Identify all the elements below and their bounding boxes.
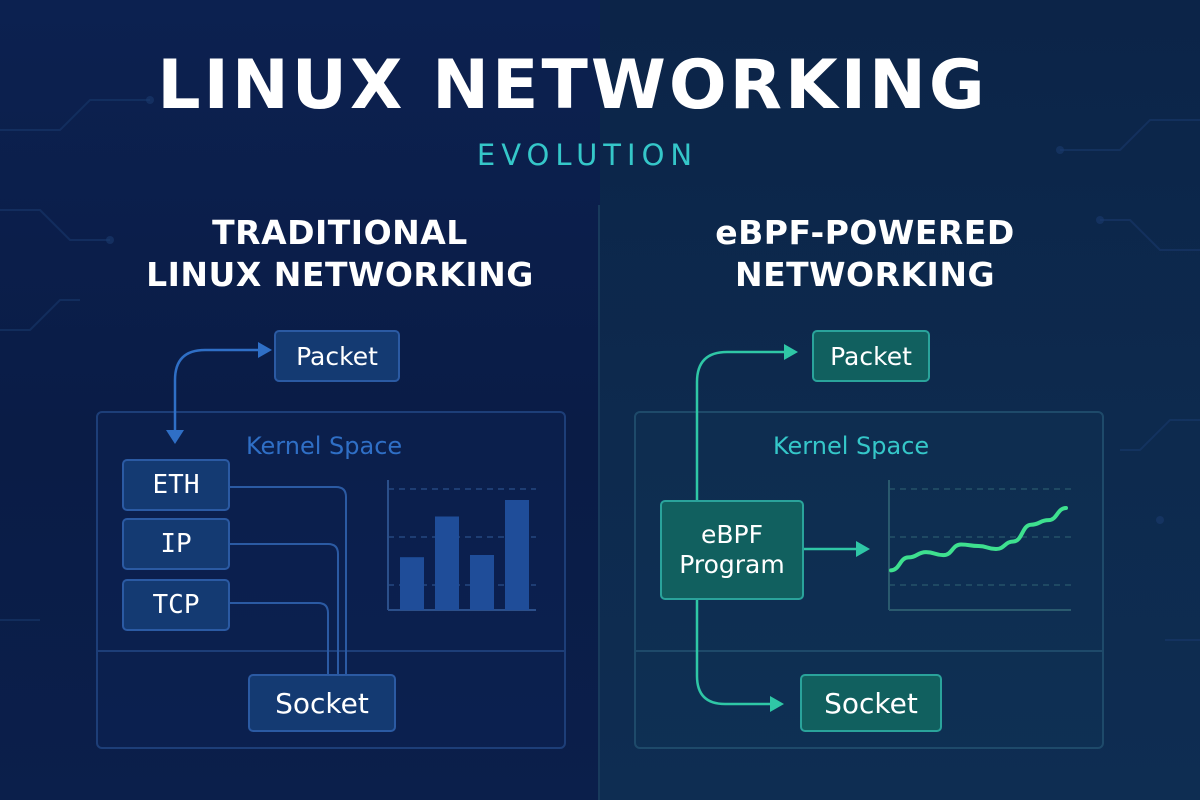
circuit-trace [1060,119,1200,151]
circuit-trace [0,209,110,241]
ebpf-to-socket-line [695,600,772,706]
ebpf-heading-line2: NETWORKING [734,255,996,294]
arrow-right-icon [856,541,870,557]
circuit-node [1096,216,1104,224]
left-background [0,0,600,800]
ip-to-socket-line [229,543,339,674]
circuit-node [106,236,114,244]
arrow-right-icon [770,696,784,712]
chart-bar [400,557,424,610]
column-divider [598,205,600,800]
traditional-heading: TRADITIONAL LINUX NETWORKING [60,212,620,296]
page-subtitle: EVOLUTION [476,138,699,172]
circuit-node [1156,516,1164,524]
chart-bar [470,555,494,610]
circuit-trace [1120,419,1200,451]
user-kernel-separator [98,650,564,652]
circuit-trace [1100,219,1200,251]
right-background [600,0,1200,800]
ebpf-program-box: eBPF Program [660,500,804,600]
ebpf-program-line1: eBPF [701,520,763,549]
circuit-trace [0,99,150,131]
ip-layer-box: IP [122,518,230,570]
circuit-node [146,96,154,104]
ebpf-program-line2: Program [679,550,785,579]
ebpf-kernel-label: Kernel Space [773,432,930,460]
eth-to-socket-line [229,486,347,674]
traditional-throughput-chart [387,480,536,611]
tcp-layer-box: TCP [122,579,230,631]
ebpf-throughput-chart [888,480,1071,611]
eth-layer-box: ETH [122,459,230,511]
arrow-right-icon [258,342,272,358]
ebpf-socket-box: Socket [800,674,942,732]
page-title: LINUX NETWORKING [157,46,988,125]
user-kernel-separator [636,650,1102,652]
packet-to-ebpf-line [695,350,786,500]
chart-series-line [889,506,1068,573]
traditional-heading-line1: TRADITIONAL [212,213,468,252]
ebpf-heading: eBPF-POWERED NETWORKING [585,212,1145,296]
traditional-socket-box: Socket [248,674,396,732]
tcp-to-socket-line [229,602,329,674]
arrow-right-icon [784,344,798,360]
circuit-trace [0,299,80,331]
circuit-node [1056,146,1064,154]
ebpf-heading-line1: eBPF-POWERED [715,213,1015,252]
packet-flow-line [173,348,258,432]
chart-bar [505,500,529,610]
traditional-kernel-label: Kernel Space [246,432,403,460]
arrow-down-icon [166,430,184,444]
chart-bar [435,516,459,610]
traditional-heading-line2: LINUX NETWORKING [146,255,534,294]
ebpf-packet-box: Packet [812,330,930,382]
traditional-packet-box: Packet [274,330,400,382]
